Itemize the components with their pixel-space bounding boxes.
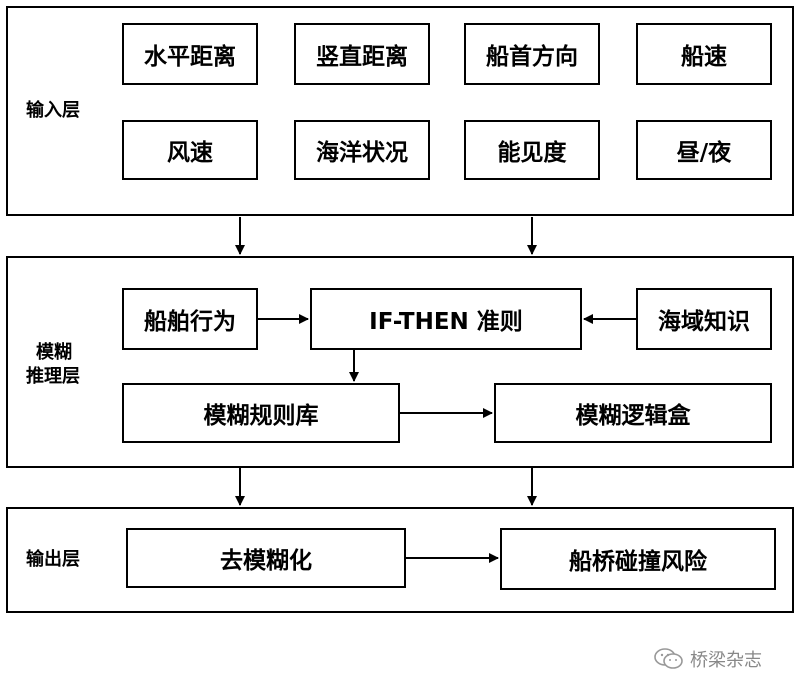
input-box-day-night: 昼/夜 (636, 120, 772, 180)
input-box-horizontal-distance: 水平距离 (122, 23, 258, 85)
collision-risk-box: 船桥碰撞风险 (500, 528, 776, 590)
input-box-heading: 船首方向 (464, 23, 600, 85)
sea-knowledge-box: 海域知识 (636, 288, 772, 350)
input-layer-label: 输入层 (26, 100, 80, 121)
output-layer-label: 输出层 (26, 549, 80, 570)
watermark: 桥梁杂志 (654, 646, 762, 672)
fuzzy-layer-label-line2: 推理层 (26, 366, 80, 387)
input-box-visibility: 能见度 (464, 120, 600, 180)
fuzzy-logic-box: 模糊逻辑盒 (494, 383, 772, 443)
fuzzy-layer-label: 模糊 推理层 (26, 341, 80, 389)
ship-behavior-box: 船舶行为 (122, 288, 258, 350)
watermark-text: 桥梁杂志 (690, 650, 762, 671)
if-then-rules-box: IF-THEN 准则 (310, 288, 582, 350)
fuzzy-rule-base-box: 模糊规则库 (122, 383, 400, 443)
input-box-wind-speed: 风速 (122, 120, 258, 180)
defuzzification-box: 去模糊化 (126, 528, 406, 588)
input-box-sea-state: 海洋状况 (294, 120, 430, 180)
wechat-icon (654, 648, 683, 669)
input-box-vertical-distance: 竖直距离 (294, 23, 430, 85)
fuzzy-layer-label-line1: 模糊 (36, 342, 72, 363)
input-box-ship-speed: 船速 (636, 23, 772, 85)
